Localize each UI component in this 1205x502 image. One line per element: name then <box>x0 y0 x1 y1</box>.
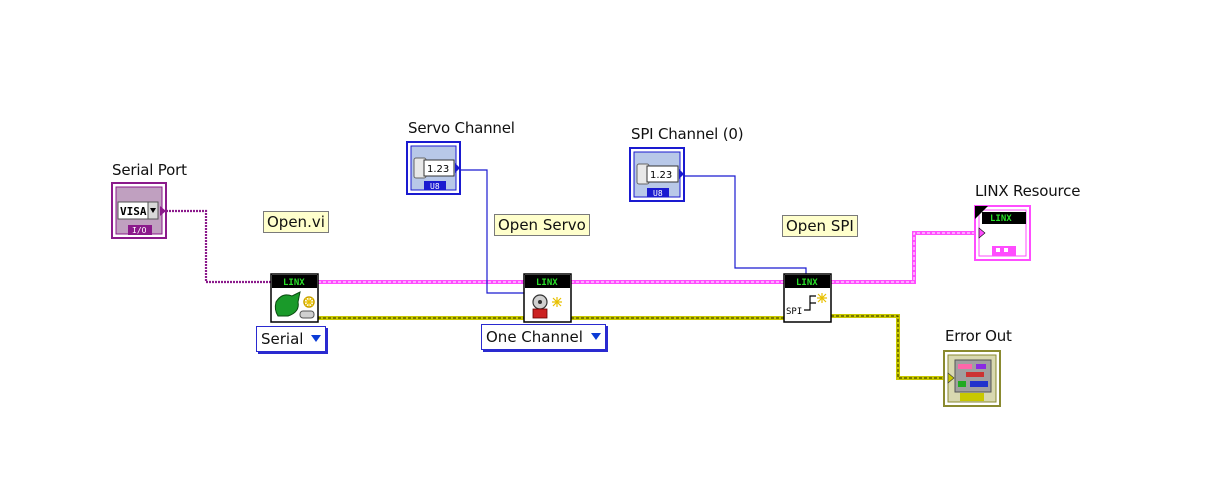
error-out-label: Error Out <box>945 327 1012 345</box>
serial-ring-constant[interactable]: Serial <box>256 326 327 352</box>
spi-channel-control[interactable]: 1.23 U8 <box>629 147 685 202</box>
serial-port-label: Serial Port <box>112 161 187 179</box>
servo-channel-label: Servo Channel <box>408 119 515 137</box>
servo-channel-control[interactable]: 1.23 U8 <box>406 141 461 195</box>
linx-creature-icon <box>274 291 301 317</box>
spi-u8-icon-text: U8 <box>653 189 663 198</box>
spi-channel-label: SPI Channel (0) <box>631 125 744 143</box>
linx-banner-text: LINX <box>536 278 558 288</box>
spi-channel-wire <box>684 175 807 276</box>
open-vi-note: Open.vi <box>263 211 329 233</box>
serial-ring-value: Serial <box>261 330 304 348</box>
open-spi-note: Open SPI <box>782 215 858 237</box>
linx-resource-wire <box>318 231 978 284</box>
serial-port-control[interactable]: VISA I/O <box>111 182 167 239</box>
linx-resource-indicator: LINX <box>974 205 1031 261</box>
open-servo-note: Open Servo <box>494 214 590 236</box>
io-icon-text: I/O <box>132 226 147 235</box>
spi-bus-icon <box>804 295 816 311</box>
chevron-down-icon <box>590 333 601 340</box>
linx-resource-label: LINX Resource <box>975 182 1081 200</box>
servo-channel-wire <box>460 169 524 294</box>
visa-wire <box>166 209 271 284</box>
channel-mode-ring-constant[interactable]: One Channel <box>481 324 606 350</box>
open-spi-node[interactable]: LINX SPI <box>783 273 832 323</box>
linx-banner-text: LINX <box>796 278 818 288</box>
linx-banner-text: LINX <box>283 278 305 288</box>
open-servo-node[interactable]: LINX <box>523 273 572 323</box>
servo-u8-icon-text: U8 <box>430 182 440 191</box>
error-wire <box>318 314 948 380</box>
spi-num-icon-text: 1.23 <box>650 170 672 181</box>
channel-mode-ring-value: One Channel <box>486 328 583 346</box>
linx-banner-text: LINX <box>990 214 1012 224</box>
error-out-indicator <box>943 350 1001 407</box>
open-serial-node[interactable]: LINX <box>270 273 319 323</box>
spi-icon-text: SPI <box>786 307 802 317</box>
servo-num-icon-text: 1.23 <box>427 164 449 175</box>
visa-icon-text: VISA <box>120 205 147 218</box>
chevron-down-icon <box>311 335 322 342</box>
